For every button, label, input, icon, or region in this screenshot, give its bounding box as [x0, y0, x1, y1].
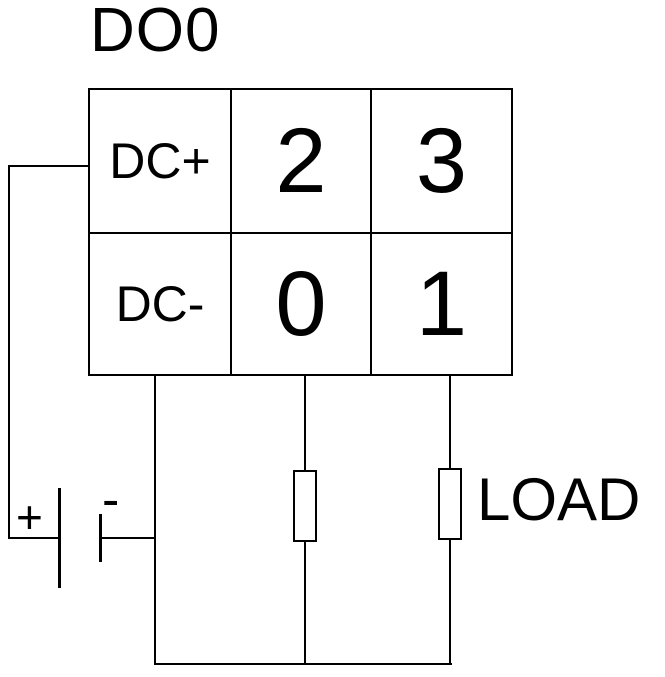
wire-battery-positive-lead	[8, 537, 59, 539]
load-resistor-1	[293, 470, 317, 542]
terminal-dc-minus: DC-	[90, 232, 230, 374]
wire-bottom-bus	[154, 663, 452, 665]
wire-dc-minus-vertical	[154, 374, 156, 665]
terminal-2: 2	[230, 90, 370, 232]
battery-positive-label: +	[16, 491, 43, 543]
load-resistor-2	[438, 468, 462, 540]
wire-load1-top	[304, 374, 306, 472]
terminal-1: 1	[370, 232, 511, 374]
wire-dc-plus-horizontal	[8, 165, 89, 167]
battery-negative-label: -	[102, 471, 120, 529]
terminal-block: DC+ 2 3 DC- 0 1	[88, 88, 513, 376]
terminal-3: 3	[370, 90, 511, 232]
diagram-title: DO0	[90, 0, 221, 65]
terminal-dc-plus: DC+	[109, 133, 211, 189]
wire-load2-bottom	[449, 538, 451, 665]
wire-battery-negative-lead	[102, 537, 155, 539]
wire-left-vertical	[8, 165, 10, 539]
load-label: LOAD	[477, 466, 641, 533]
battery-positive-plate-icon	[58, 488, 61, 588]
battery-negative-plate-icon	[99, 514, 102, 562]
wire-load2-top	[449, 374, 451, 470]
wire-load1-bottom	[304, 540, 306, 665]
terminal-0: 0	[230, 232, 370, 374]
